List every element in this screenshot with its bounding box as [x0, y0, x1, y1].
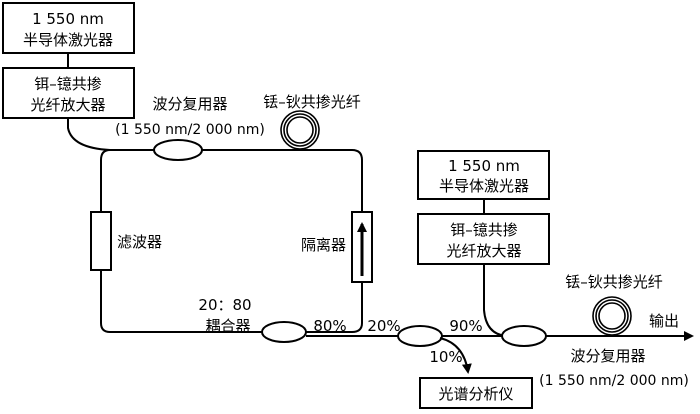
wdm-left-spec: (1 550 nm/2 000 nm)	[115, 122, 265, 138]
wdm-left-label: 波分复用器	[152, 95, 227, 113]
coupler-label: 耦合器	[205, 317, 250, 335]
osa-arrow	[439, 337, 472, 374]
coupler-ratio: 20：80	[198, 296, 251, 314]
osa-label: 光谱分析仪	[438, 385, 513, 403]
laser-right-line2: 半导体激光器	[439, 177, 529, 195]
isolator-box	[351, 211, 373, 283]
coupler-out-80: 80%	[313, 317, 346, 335]
coupler-out-20: 20%	[367, 317, 400, 335]
output-label: 输出	[649, 312, 679, 330]
amp-left-line1: 铒–镱共掺	[34, 75, 102, 93]
laser-box-left: 1 550 nm 半导体激光器	[2, 2, 135, 54]
laser-right-line1: 1 550 nm	[448, 157, 520, 175]
filter-box	[90, 211, 112, 271]
coupler-small-out-10: 10%	[429, 348, 462, 366]
amplifier-box-left: 铒–镱共掺 光纤放大器	[2, 67, 135, 119]
filter-label: 滤波器	[117, 233, 162, 251]
isolator-label: 隔离器	[301, 236, 346, 254]
wdm-right	[501, 325, 547, 347]
wdm-right-label: 波分复用器	[570, 347, 645, 365]
coupler-small-out-90: 90%	[449, 317, 482, 335]
amplifier-box-right: 铒–镱共掺 光纤放大器	[417, 213, 550, 265]
amp-left-line2: 光纤放大器	[30, 96, 105, 114]
wdm-left	[153, 139, 203, 161]
laser-left-line1: 1 550 nm	[32, 10, 104, 28]
fiber-coil-left	[280, 110, 320, 150]
coupler-small	[397, 325, 443, 347]
amp-right-line2: 光纤放大器	[446, 242, 521, 260]
fiber-coil-right	[592, 296, 632, 336]
wdm-right-spec: (1 550 nm/2 000 nm)	[539, 373, 689, 389]
coupler-main	[261, 321, 307, 343]
pump-fiber-right	[483, 264, 507, 337]
laser-box-right: 1 550 nm 半导体激光器	[417, 150, 550, 200]
fiber-right-label: 铥–钬共掺光纤	[565, 273, 663, 291]
amp-right-line1: 铒–镱共掺	[450, 221, 518, 239]
osa-box: 光谱分析仪	[419, 377, 533, 409]
laser-left-line2: 半导体激光器	[23, 31, 113, 49]
fiber-left-label: 铥–钬共掺光纤	[263, 93, 361, 111]
